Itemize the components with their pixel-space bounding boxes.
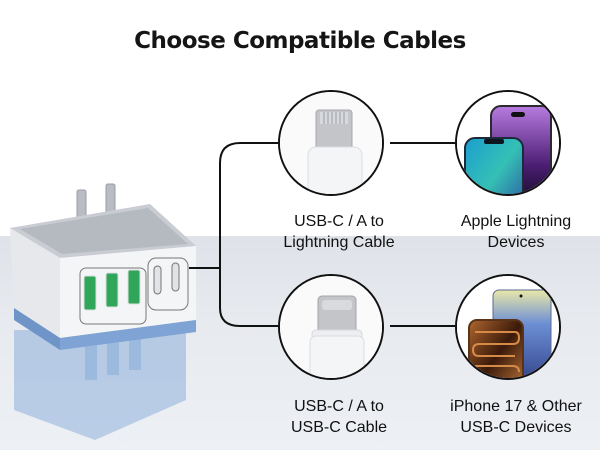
label-line-1: iPhone 17 & Other (450, 398, 582, 415)
label-line-2: Devices (487, 234, 545, 251)
label-line-1: Apple Lightning (460, 213, 572, 230)
lightning-cable-label: USB-C / A to Lightning Cable (254, 211, 424, 253)
label-line-2: Lightning Cable (283, 234, 395, 251)
label-line-2: USB-C Devices (460, 419, 572, 436)
label-line-2: USB-C Cable (290, 419, 388, 436)
lightning-connector-icon (280, 92, 382, 194)
charger-illustration (0, 180, 210, 450)
usb-c-devices-label: iPhone 17 & Other USB-C Devices (431, 396, 600, 438)
iphone-devices-icon (457, 92, 559, 194)
page-title: Choose Compatible Cables (134, 28, 466, 54)
usb-c-devices-icon (457, 276, 559, 378)
apple-devices-label: Apple Lightning Devices (431, 211, 600, 253)
label-line-1: USB-C / A to (294, 213, 384, 230)
label-line-1: USB-C / A to (294, 398, 384, 415)
apple-devices-circle (455, 90, 561, 196)
usb-c-cable-circle (278, 274, 384, 380)
lightning-cable-circle (278, 90, 384, 196)
charger-icon (10, 183, 196, 440)
usb-c-connector-icon (280, 276, 382, 378)
usb-c-cable-label: USB-C / A to USB-C Cable (254, 396, 424, 438)
usb-c-devices-circle (455, 274, 561, 380)
